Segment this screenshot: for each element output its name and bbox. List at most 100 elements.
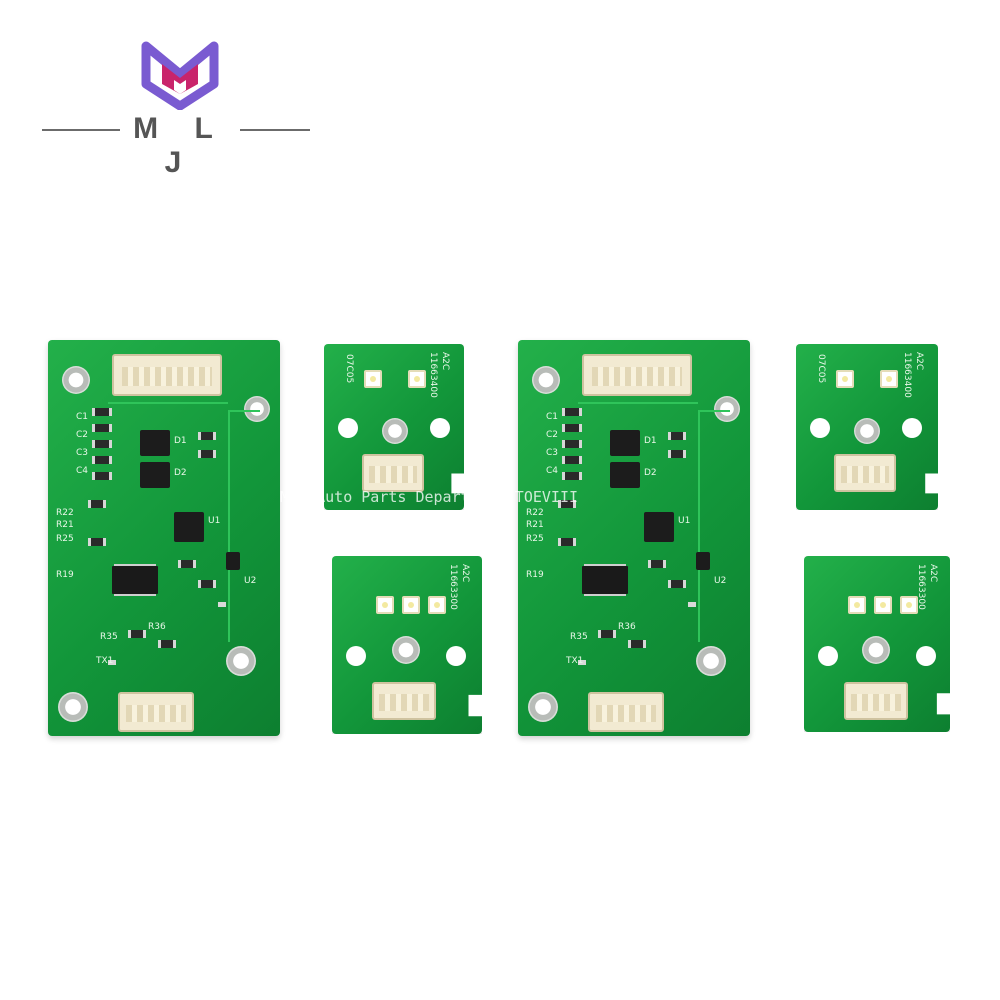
watermark-text: MLJ Auto Parts Department TOEVIII xyxy=(280,488,579,506)
mount-hole xyxy=(346,646,366,666)
pad xyxy=(108,660,116,665)
mount-hole xyxy=(696,646,726,676)
connector xyxy=(372,682,436,720)
ic-chip xyxy=(582,566,628,594)
connector xyxy=(834,454,896,492)
led-board-top: A2C 11663400 07C05 xyxy=(324,344,464,510)
main-control-board: C1 C2 C3 C4 R19 R21 R22 R25 TX1 R35 R36 … xyxy=(48,340,280,736)
silk-label: C2 xyxy=(76,430,89,440)
center-mount xyxy=(862,636,890,664)
brand-rule-right xyxy=(240,129,310,131)
silk-label: D1 xyxy=(644,436,657,446)
silk-label: U2 xyxy=(244,576,257,586)
silk-label: R35 xyxy=(570,632,588,642)
mount-hole xyxy=(902,418,922,438)
pad xyxy=(688,602,696,607)
silk-label: R22 xyxy=(56,508,74,518)
ic-chip xyxy=(112,566,158,594)
mosfet-chip xyxy=(610,430,640,456)
silk-code: A2C xyxy=(914,352,924,371)
silk-label: C4 xyxy=(546,466,559,476)
trace xyxy=(228,410,260,642)
mount-hole xyxy=(532,366,560,394)
mlj-shield-logo-icon xyxy=(141,41,219,110)
led-chip xyxy=(836,370,854,388)
led-board-top: A2C 11663400 07C05 xyxy=(796,344,938,510)
silk-label: C3 xyxy=(546,448,559,458)
resistor xyxy=(198,580,216,588)
resistor xyxy=(88,538,106,546)
resistor xyxy=(562,440,582,448)
mount-hole xyxy=(430,418,450,438)
led-chip xyxy=(376,596,394,614)
pad xyxy=(578,660,586,665)
mount-hole xyxy=(916,646,936,666)
resistor xyxy=(562,424,582,432)
led-chip xyxy=(900,596,918,614)
led-board-bottom: A2C 11663300 xyxy=(804,556,950,732)
silk-part: 11663400 xyxy=(902,352,912,398)
silk-code: A2C xyxy=(928,564,938,583)
resistor xyxy=(628,640,646,648)
silk-label: C2 xyxy=(546,430,559,440)
silk-extra: 07C05 xyxy=(816,354,826,384)
silk-label: C1 xyxy=(76,412,89,422)
brand-name: M L J xyxy=(133,112,227,179)
trace xyxy=(698,410,730,642)
mosfet-chip xyxy=(140,430,170,456)
silk-label: R25 xyxy=(56,534,74,544)
pad xyxy=(218,602,226,607)
transistor-chip xyxy=(226,552,240,570)
silk-label: R19 xyxy=(56,570,74,580)
main-control-board: C1 C2 C3 C4 R19 R21 R22 R25 TX1 R35 R36 … xyxy=(518,340,750,736)
resistor xyxy=(562,408,582,416)
silk-label: R35 xyxy=(100,632,118,642)
silk-label: U1 xyxy=(208,516,221,526)
silk-label: D2 xyxy=(174,468,187,478)
connector xyxy=(844,682,908,720)
mount-hole xyxy=(58,692,88,722)
resistor xyxy=(598,630,616,638)
resistor xyxy=(92,440,112,448)
mount-hole xyxy=(810,418,830,438)
led-chip xyxy=(402,596,420,614)
resistor xyxy=(88,500,106,508)
led-chip xyxy=(428,596,446,614)
silk-label: R36 xyxy=(618,622,636,632)
mount-hole xyxy=(446,646,466,666)
resistor xyxy=(668,450,686,458)
silk-label: D1 xyxy=(174,436,187,446)
resistor xyxy=(648,560,666,568)
resistor xyxy=(92,424,112,432)
silk-label: R22 xyxy=(526,508,544,518)
center-mount xyxy=(392,636,420,664)
brand-rule-left xyxy=(42,129,120,131)
center-mount xyxy=(854,418,880,444)
silk-label: D2 xyxy=(644,468,657,478)
connector xyxy=(362,454,424,492)
silk-label: TX1 xyxy=(566,656,584,666)
connector-bottom xyxy=(588,692,664,732)
silk-label: C3 xyxy=(76,448,89,458)
silk-label: R21 xyxy=(56,520,74,530)
connector-top xyxy=(582,354,692,396)
resistor xyxy=(562,472,582,480)
silk-label: R36 xyxy=(148,622,166,632)
silk-extra: 07C05 xyxy=(344,354,354,384)
led-board-bottom: A2C 11663300 xyxy=(332,556,482,734)
resistor xyxy=(668,580,686,588)
resistor xyxy=(668,432,686,440)
resistor xyxy=(558,500,576,508)
center-mount xyxy=(382,418,408,444)
trace xyxy=(108,402,228,404)
silk-label: R21 xyxy=(526,520,544,530)
silk-label: R19 xyxy=(526,570,544,580)
silk-label: U1 xyxy=(678,516,691,526)
silk-label: C4 xyxy=(76,466,89,476)
regulator-chip xyxy=(644,512,674,542)
mount-hole xyxy=(244,396,270,422)
led-chip xyxy=(880,370,898,388)
mount-hole xyxy=(528,692,558,722)
mount-hole xyxy=(226,646,256,676)
silk-code: A2C xyxy=(440,352,450,371)
